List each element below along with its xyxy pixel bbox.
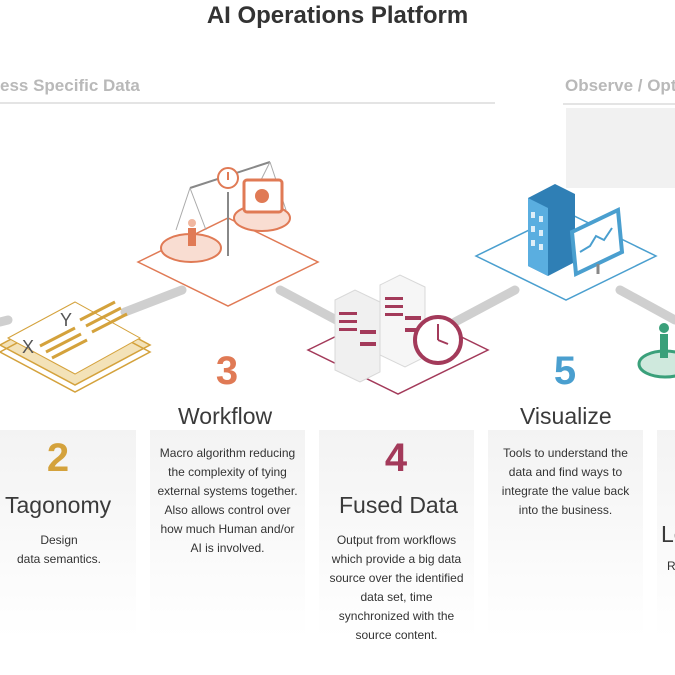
tagonomy-illustration: X Y <box>0 300 152 393</box>
workflow-card <box>150 430 305 675</box>
step-number-4: 4 <box>384 436 408 480</box>
fused-data-illustration <box>306 274 490 395</box>
step-number-2: 2 <box>46 436 70 480</box>
svg-text:Y: Y <box>60 310 72 330</box>
learn-illustration <box>637 323 675 379</box>
step-desc-learn: R <box>667 559 675 573</box>
step-title-visualize: Visualize <box>520 403 612 429</box>
svg-text:X: X <box>22 337 34 357</box>
step-desc-tagonomy: Design data semantics. <box>16 533 102 566</box>
connector-path <box>0 285 675 327</box>
step-desc-fused-data: Output from workflows which provide a bi… <box>329 533 464 642</box>
section-label-right: Observe / Opt <box>565 76 675 95</box>
step-title-tagonomy: Tagonomy <box>5 492 112 518</box>
step-title-learn: Le <box>661 521 675 547</box>
learn-card <box>657 430 675 675</box>
step-number-3: 3 <box>215 349 239 393</box>
section-bracket-right <box>563 103 675 188</box>
fused-data-card <box>319 430 474 675</box>
page-title: AI Operations Platform <box>206 2 469 29</box>
step-title-workflow: Workflow <box>178 403 273 429</box>
step-desc-visualize: Tools to understand the data and find wa… <box>501 446 630 517</box>
workflow-illustration <box>136 161 320 307</box>
visualize-card <box>488 430 643 675</box>
tagonomy-card <box>0 430 136 675</box>
visualize-illustration <box>474 184 658 301</box>
step-title-fused-data: Fused Data <box>339 492 458 518</box>
step-desc-workflow: Macro algorithm reducing the complexity … <box>157 446 298 555</box>
step-number-5: 5 <box>553 349 577 393</box>
section-label-left: ess Specific Data <box>0 76 140 95</box>
